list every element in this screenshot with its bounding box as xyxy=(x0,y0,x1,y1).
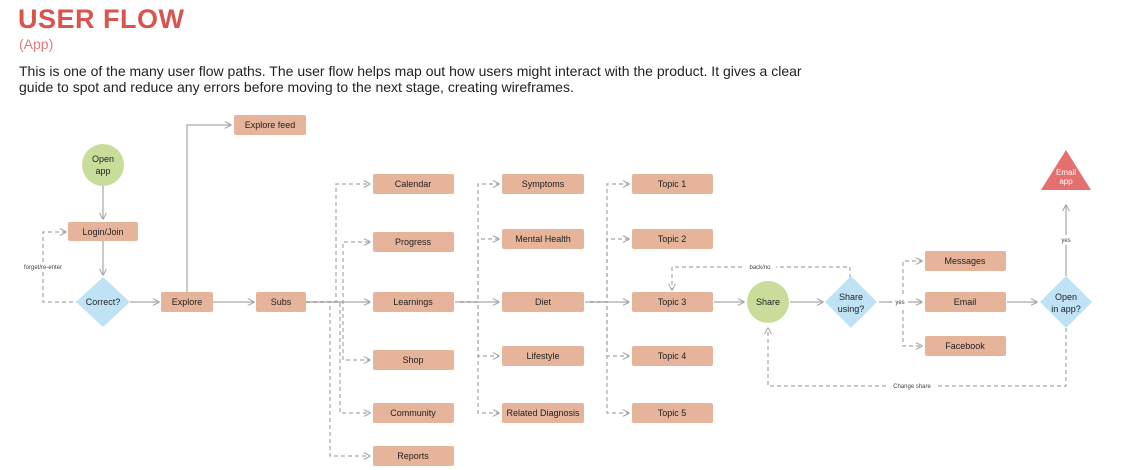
node-open-app: Open app xyxy=(82,144,124,186)
node-topic-5: Topic 5 xyxy=(632,403,713,423)
node-calendar: Calendar xyxy=(373,174,454,194)
svg-text:in app?: in app? xyxy=(1051,304,1081,314)
edge-shareusing-messages xyxy=(890,261,922,303)
svg-text:Facebook: Facebook xyxy=(945,341,985,351)
svg-text:Diet: Diet xyxy=(535,297,552,307)
edge-learn-lifestyle xyxy=(460,301,499,356)
page-title: USER FLOW xyxy=(18,4,185,34)
edge-label-forget: forget/re-enter xyxy=(24,265,62,271)
edge-subs-community xyxy=(306,301,370,413)
node-correct: Correct? xyxy=(76,277,130,327)
edge-label-back: back/no xyxy=(749,265,771,271)
svg-text:Progress: Progress xyxy=(395,237,432,247)
node-open-in-app: Open in app? xyxy=(1040,276,1092,328)
edge-learn-symptoms xyxy=(460,184,499,303)
node-share-using: Share using? xyxy=(825,276,877,328)
svg-text:Open: Open xyxy=(92,154,114,164)
svg-text:Topic 2: Topic 2 xyxy=(658,234,687,244)
page-description: This is one of the many user flow paths.… xyxy=(19,63,802,95)
node-related-diagnosis: Related Diagnosis xyxy=(502,403,584,423)
node-explore: Explore xyxy=(161,292,213,312)
node-progress: Progress xyxy=(373,232,454,252)
node-community: Community xyxy=(373,403,454,423)
svg-text:Topic 3: Topic 3 xyxy=(658,297,687,307)
svg-text:Shop: Shop xyxy=(402,355,423,365)
edge-subs-progress xyxy=(306,242,370,303)
edge-change-share xyxy=(768,328,1067,387)
node-share: Share xyxy=(747,281,789,323)
svg-text:Login/Join: Login/Join xyxy=(82,227,123,237)
node-subs: Subs xyxy=(256,292,306,312)
node-login: Login/Join xyxy=(68,222,138,241)
svg-text:Topic 4: Topic 4 xyxy=(658,351,687,361)
svg-text:Email: Email xyxy=(1056,168,1076,177)
svg-text:Topic 5: Topic 5 xyxy=(658,408,687,418)
node-learnings: Learnings xyxy=(373,292,454,312)
node-facebook: Facebook xyxy=(925,336,1006,356)
svg-text:Mental Health: Mental Health xyxy=(515,234,571,244)
svg-text:Topic 1: Topic 1 xyxy=(658,179,687,189)
svg-text:Learnings: Learnings xyxy=(393,297,433,307)
svg-text:Share: Share xyxy=(839,292,863,302)
node-shop: Shop xyxy=(373,350,454,370)
node-mental-health: Mental Health xyxy=(502,229,584,249)
svg-text:Correct?: Correct? xyxy=(86,297,121,307)
svg-text:Symptoms: Symptoms xyxy=(522,179,565,189)
svg-text:Open: Open xyxy=(1055,292,1077,302)
edge-label-yes-share: yes xyxy=(895,300,904,306)
node-topic-3: Topic 3 xyxy=(632,292,713,312)
edge-explore-feed xyxy=(186,125,231,292)
svg-text:app: app xyxy=(1059,177,1073,186)
node-topic-1: Topic 1 xyxy=(632,174,713,194)
edge-learn-related xyxy=(460,301,499,413)
node-email: Email xyxy=(925,292,1006,312)
node-topic-2: Topic 2 xyxy=(632,229,713,249)
edge-shareusing-facebook xyxy=(890,301,922,346)
edge-subs-calendar xyxy=(306,184,370,303)
svg-text:Explore feed: Explore feed xyxy=(245,120,296,130)
svg-text:using?: using? xyxy=(838,304,865,314)
node-topic-4: Topic 4 xyxy=(632,346,713,366)
edge-diet-topic4 xyxy=(590,301,629,356)
node-email-app: Email app xyxy=(1041,150,1091,190)
svg-text:Lifestyle: Lifestyle xyxy=(526,351,559,361)
svg-text:Calendar: Calendar xyxy=(395,179,432,189)
edge-subs-reports xyxy=(306,301,370,456)
svg-text:Email: Email xyxy=(954,297,977,307)
page-subtitle: (App) xyxy=(19,36,54,52)
svg-text:Community: Community xyxy=(390,408,436,418)
edge-diet-topic2 xyxy=(590,239,629,303)
svg-text:app: app xyxy=(95,166,110,176)
node-diet: Diet xyxy=(502,292,584,312)
edge-learn-mental xyxy=(460,239,499,303)
node-explore-feed: Explore feed xyxy=(234,115,306,135)
edge-diet-topic1 xyxy=(590,184,629,303)
svg-text:Reports: Reports xyxy=(397,451,429,461)
svg-text:Share: Share xyxy=(756,297,780,307)
node-messages: Messages xyxy=(925,251,1006,271)
svg-text:Explore: Explore xyxy=(172,297,203,307)
svg-text:Related Diagnosis: Related Diagnosis xyxy=(506,408,580,418)
edge-subs-shop xyxy=(306,301,370,360)
edge-label-change-share: Change share xyxy=(893,384,931,390)
svg-text:Subs: Subs xyxy=(271,297,292,307)
node-symptoms: Symptoms xyxy=(502,174,584,194)
svg-text:Messages: Messages xyxy=(944,256,986,266)
node-reports: Reports xyxy=(373,446,454,466)
edge-label-yes-open: yes xyxy=(1061,238,1070,244)
node-lifestyle: Lifestyle xyxy=(502,346,584,366)
edge-diet-topic5 xyxy=(590,301,629,413)
